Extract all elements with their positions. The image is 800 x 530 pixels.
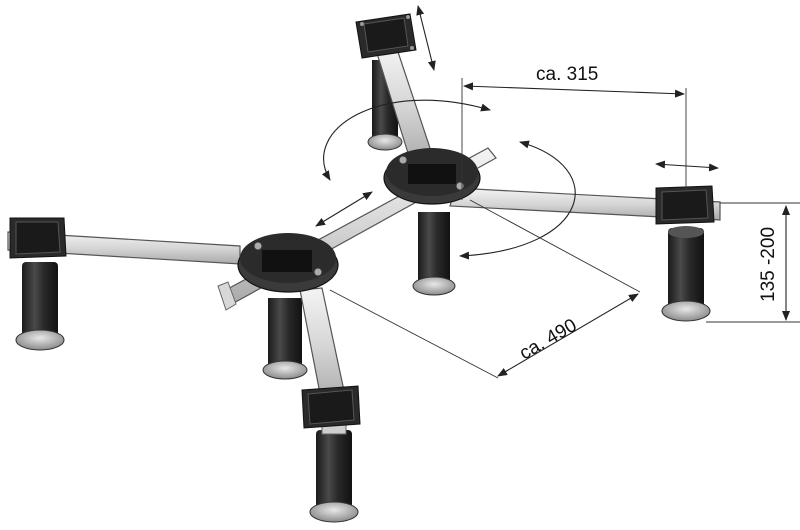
length-dimension-label: ca. 490 <box>516 315 580 364</box>
adjustable-foot-bottom <box>309 423 359 523</box>
adjustable-foot-center-front <box>262 298 308 380</box>
mounting-plate-bottom <box>301 385 361 429</box>
mounting-plate-rear <box>355 13 417 59</box>
adjustable-foot-center-back <box>412 212 456 296</box>
slide-arrow-center <box>315 191 373 227</box>
height-dimension: 135 -200 <box>706 202 800 323</box>
mounting-plate-right <box>655 185 715 225</box>
width-dimension-label: ca. 315 <box>536 64 598 85</box>
frame-arm-front <box>299 287 347 405</box>
center-hub-front <box>237 233 339 293</box>
adjustable-foot-left <box>15 262 65 351</box>
slide-arrow-rear <box>416 5 436 71</box>
center-hub-back <box>383 148 481 205</box>
mounting-plate-left <box>9 217 67 259</box>
height-dimension-label: 135 -200 <box>758 227 779 302</box>
adjustable-foot-right <box>661 226 711 322</box>
width-dimension: ca. 315 <box>461 64 687 200</box>
length-dimension: ca. 490 <box>329 199 641 379</box>
rotation-arrow-lower <box>459 140 576 260</box>
rotation-arrow-upper <box>321 99 491 181</box>
slide-arrow-right <box>655 160 719 172</box>
